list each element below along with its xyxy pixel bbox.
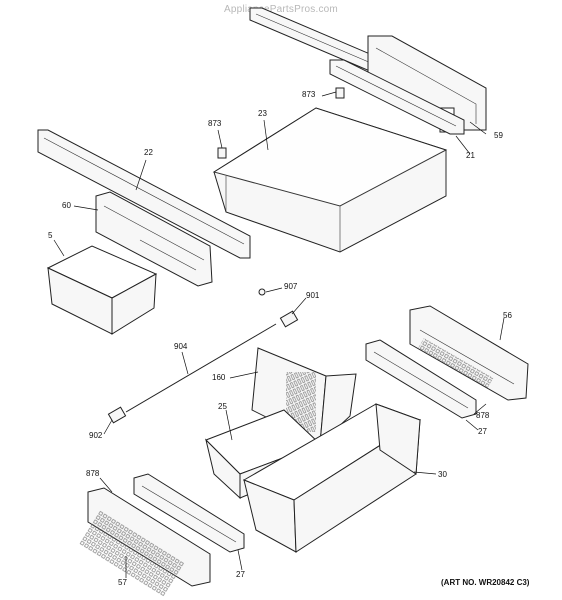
part-904-rod	[125, 323, 277, 413]
part-57-bracket	[78, 487, 211, 597]
watermark: AppliancePartsPros.com	[224, 4, 338, 15]
callout-878-left: 878	[86, 469, 100, 478]
callout-27-bottom: 27	[236, 570, 245, 579]
callout-5: 5	[48, 231, 53, 240]
callout-27-right: 27	[478, 427, 487, 436]
callout-22: 22	[144, 148, 153, 157]
callout-23: 23	[258, 109, 267, 118]
callout-902: 902	[89, 431, 103, 440]
callout-59: 59	[494, 131, 503, 140]
callout-60: 60	[62, 201, 71, 210]
part-30-large-basket	[242, 403, 422, 553]
callout-21: 21	[466, 151, 475, 160]
callout-25: 25	[218, 402, 227, 411]
part-902-fitting	[107, 406, 127, 424]
callout-57: 57	[118, 578, 127, 587]
part-27-rail-right	[365, 339, 477, 419]
callout-907: 907	[284, 282, 298, 291]
part-27-rail-bottom	[133, 473, 245, 553]
leader-lines	[53, 91, 505, 578]
callout-56: 56	[503, 311, 512, 320]
part-56-bracket	[409, 305, 529, 401]
part-901-fitting	[279, 310, 299, 328]
callout-873-upper: 873	[302, 90, 316, 99]
callout-901: 901	[306, 291, 320, 300]
part-907-screw	[258, 288, 266, 296]
part-873-clip-upper	[335, 87, 345, 99]
callout-878-right: 878	[476, 411, 490, 420]
callout-873-left: 873	[208, 119, 222, 128]
part-23-wire-basket	[212, 107, 448, 253]
part-21-rail	[329, 59, 465, 135]
callout-30: 30	[438, 470, 447, 479]
part-22-left-rail	[37, 129, 251, 259]
part-873-clip-left	[217, 147, 227, 159]
part-60-bracket	[95, 191, 213, 287]
part-5-bin	[46, 245, 158, 335]
callout-160: 160	[212, 373, 226, 382]
callout-904: 904	[174, 342, 188, 351]
art-number: (ART NO. WR20842 C3)	[441, 578, 530, 587]
